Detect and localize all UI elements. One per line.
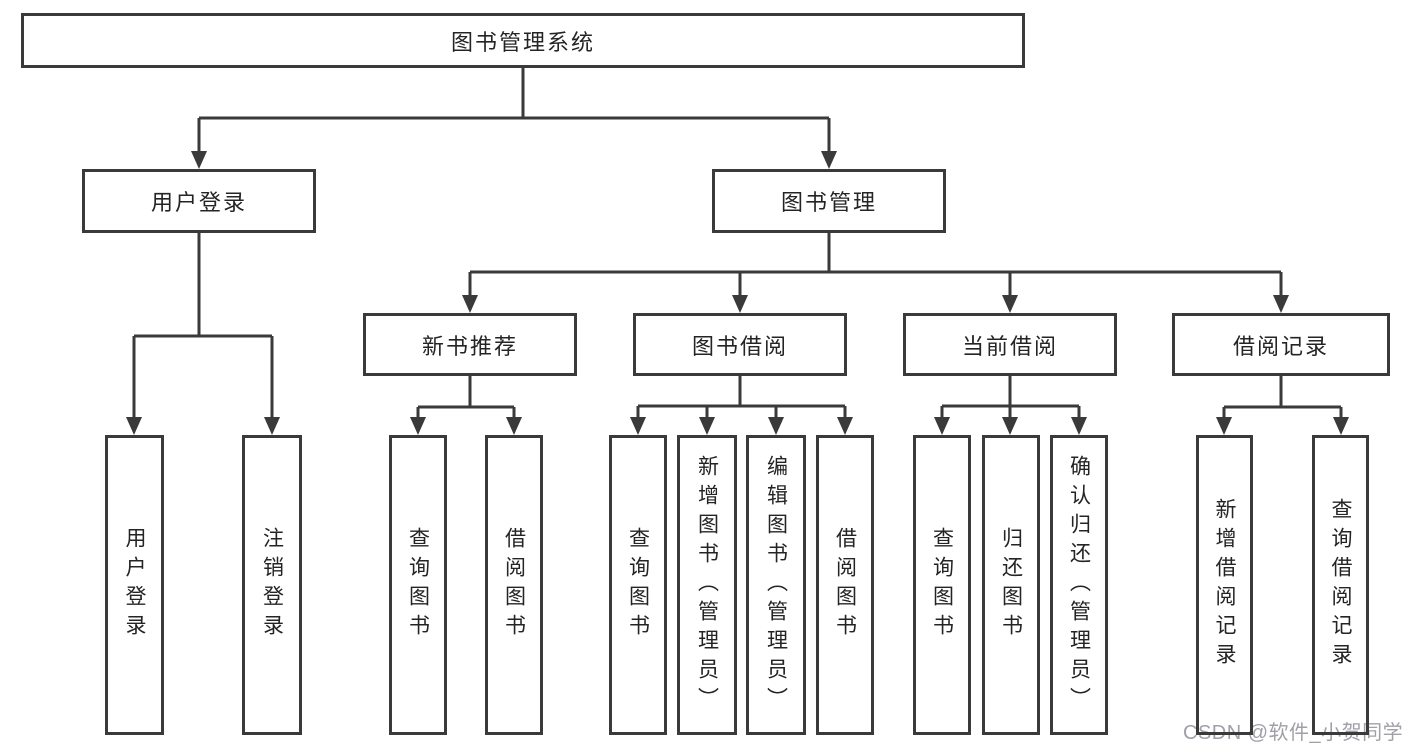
leaf-query-borrow-record: 查询借阅记录: [1312, 435, 1369, 735]
leaf-logout: 注销登录: [242, 435, 302, 735]
arrowhead-down-icon: [837, 417, 853, 435]
leaf-borrow-books: 借阅图书: [816, 435, 874, 735]
arrowhead-down-icon: [410, 417, 426, 435]
connector-new-book-recommend-to-leaves: [410, 376, 522, 435]
leaf-edit-books-admin: 编辑图书（管理员）: [746, 435, 806, 735]
arrowhead-down-icon: [462, 295, 478, 313]
node-current-borrowing: 当前借阅: [903, 313, 1117, 376]
arrowhead-down-icon: [934, 417, 950, 435]
connector-line: [1222, 376, 1343, 418]
connector-root-to-level2: [191, 68, 837, 169]
arrowhead-down-icon: [126, 417, 142, 435]
node-borrowing-records: 借阅记录: [1172, 313, 1390, 376]
leaf-user-login: 用户登录: [105, 435, 164, 735]
arrowhead-down-icon: [1216, 417, 1232, 435]
leaf-query-books: 查询图书: [389, 435, 447, 735]
node-book-management: 图书管理: [712, 169, 946, 233]
leaf-return-books: 归还图书: [982, 435, 1040, 735]
arrowhead-down-icon: [630, 417, 646, 435]
arrowhead-down-icon: [1002, 417, 1018, 435]
connector-line: [132, 233, 274, 418]
connector-borrowing-records-to-leaves: [1216, 376, 1349, 435]
arrowhead-down-icon: [768, 417, 784, 435]
leaf-confirm-return-admin: 确认归还（管理员）: [1050, 435, 1108, 735]
arrowhead-down-icon: [699, 417, 715, 435]
watermark: CSDN @软件_小贺同学: [1183, 722, 1404, 744]
connector-line: [468, 233, 1283, 296]
arrowhead-down-icon: [1002, 295, 1018, 313]
arrowhead-down-icon: [264, 417, 280, 435]
node-library-management-system: 图书管理系统: [21, 13, 1025, 68]
arrowhead-down-icon: [506, 417, 522, 435]
connector-line: [636, 376, 847, 418]
leaf-borrow-books: 借阅图书: [485, 435, 543, 735]
arrowhead-down-icon: [191, 151, 207, 169]
connector-book-borrowing-to-leaves: [630, 376, 853, 435]
connector-line: [197, 68, 831, 152]
arrowhead-down-icon: [1071, 417, 1087, 435]
node-book-borrowing: 图书借阅: [633, 313, 847, 376]
arrowhead-down-icon: [1273, 295, 1289, 313]
leaf-add-books-admin: 新增图书（管理员）: [677, 435, 737, 735]
connector-book-management-to-level3: [462, 233, 1289, 313]
node-new-book-recommend: 新书推荐: [363, 313, 577, 376]
connector-user-login-to-leaves: [126, 233, 280, 435]
leaf-add-borrow-record: 新增借阅记录: [1196, 435, 1253, 735]
leaf-query-books: 查询图书: [609, 435, 667, 735]
node-user-login: 用户登录: [82, 169, 316, 233]
arrowhead-down-icon: [732, 295, 748, 313]
arrowhead-down-icon: [1333, 417, 1349, 435]
arrowhead-down-icon: [821, 151, 837, 169]
connector-current-borrowing-to-leaves: [934, 376, 1087, 435]
leaf-query-books: 查询图书: [913, 435, 971, 735]
connector-line: [940, 376, 1081, 418]
connector-line: [416, 376, 516, 418]
